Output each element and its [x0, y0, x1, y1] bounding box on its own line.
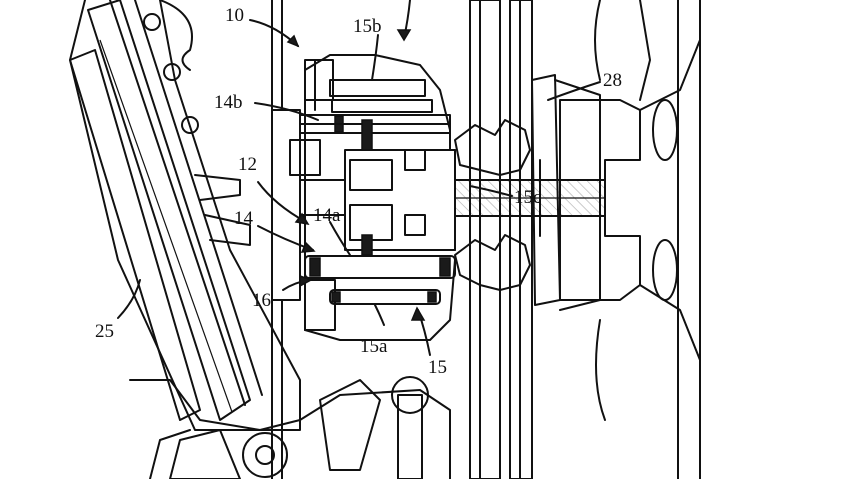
inclined-rod-assembly: [69, 0, 301, 431]
label-10: 10: [225, 5, 244, 26]
label-15: 15: [428, 357, 447, 378]
label-14a: 14a: [313, 205, 341, 226]
label-14b: 14b: [214, 92, 243, 113]
label-15a: 15a: [360, 336, 388, 357]
right-housing: [559, 0, 701, 421]
reference-labels: 10 15b 28 14b 12 15c 14 14a 16 25 15a 15: [95, 5, 622, 378]
label-15b: 15b: [353, 16, 382, 37]
label-15c: 15c: [514, 187, 541, 208]
leader-lines: [117, 0, 601, 356]
label-28: 28: [603, 70, 622, 91]
label-14: 14: [234, 208, 254, 229]
housing-frame: [271, 0, 701, 479]
gear-disc-stack: [454, 0, 601, 479]
label-16: 16: [252, 290, 271, 311]
label-25: 25: [95, 321, 114, 342]
label-12: 12: [238, 154, 257, 175]
lower-linkage: [129, 376, 451, 479]
